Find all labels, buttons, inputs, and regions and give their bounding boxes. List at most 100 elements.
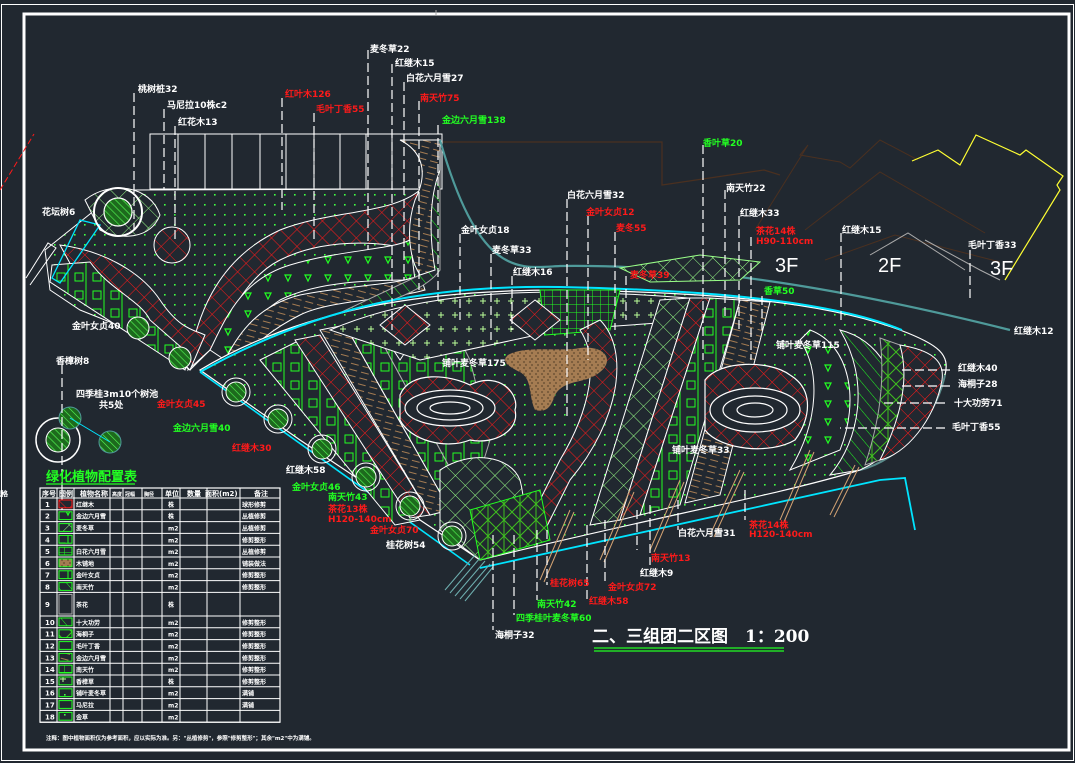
mound-left [399,376,517,445]
legend-unit: m2 [168,655,178,662]
legend-note: 修剪整形 [241,619,266,627]
callout-label: 红花木13 [178,116,218,128]
legend-swatch [58,617,73,627]
callout-label: 南天竹42 [537,598,577,610]
legend-plant-name: 白花六月雪 [76,548,106,556]
legend-row-number: 12 [45,643,55,651]
legend-unit: m2 [168,573,178,580]
callout-label: 麦冬55 [616,222,647,234]
legend-plant-name: 香樟草 [75,678,94,686]
left-building-stub [25,242,57,286]
legend-note: 丛植修剪 [242,513,266,521]
legend-note: 修剪整形 [241,572,266,580]
callout-label: 茶花14株 [755,225,797,237]
callout-label: 毛叶丁香55 [952,421,1001,433]
leader-lines [61,50,971,630]
legend-note: 球形修剪 [242,501,266,509]
legend-row-number: 11 [45,631,55,639]
callout-label: 白花六月雪27 [406,72,464,84]
legend-row: 1 红继木 株 球形修剪 [45,499,266,509]
callout-label: 南天竹13 [651,552,691,564]
callout-label: 海桐子32 [495,629,535,641]
legend-unit: 株 [168,501,175,509]
callout-label: 花坛树6 [42,206,75,218]
legend-plant-name: 铺叶麦冬草 [76,690,106,698]
callout-label: 金叶女贞45 [156,398,206,410]
legend-note: 铺装做法 [242,560,266,568]
legend-unit: m2 [168,585,178,592]
legend-row-number: 14 [45,666,55,674]
legend-unit: m2 [168,632,178,639]
area-label: 铺叶麦冬草115 [776,339,840,351]
legend-unit: 株 [168,601,175,609]
callout-label: 红继木40 [958,362,998,374]
legend-header-cell: 单位 [165,489,179,498]
legend-swatch [58,711,73,721]
callout-label: 海桐子28 [958,378,998,390]
legend-row-number: 8 [45,584,50,592]
legend-header-cell: 植物名称 [79,489,108,498]
legend-swatch [58,523,73,532]
legend-unit: 株 [168,513,175,521]
area-label: 铺叶麦冬草33 [672,444,730,456]
callout-label: 四季桂3m10个树池 [76,388,158,400]
legend-row-number: 6 [45,560,50,568]
floor-label-3f-right: 3F [990,258,1013,280]
plant-callouts: 桃树桩32 马尼拉10株c2 红花木13 红叶木126 毛叶丁香55 麦冬草22… [42,43,1054,641]
callout-label: 红继木58 [286,464,326,476]
callout-label: 茶花14株 [748,519,790,531]
legend-plant-name: 南天竹 [76,584,94,592]
callout-label: 红叶木126 [285,88,331,100]
legend-note: 满铺 [242,690,254,698]
legend-plant-name: 金边六月雪 [75,654,106,662]
callout-label: 南天竹22 [726,182,766,194]
callout-label: 南天竹43 [328,491,368,503]
callout-label: 毛叶丁香33 [968,239,1017,251]
legend-unit: m2 [168,561,178,568]
callout-label: 马尼拉10株c2 [167,99,227,111]
feature-tree-circle [93,187,143,237]
floor-label-2f: 2F [878,255,901,277]
legend-plant-name: 毛叶丁香 [76,643,101,651]
legend-header-cell: 备注 [253,489,268,498]
legend-plant-name: 红继木 [76,501,95,509]
callout-label: 红继木15 [395,57,435,69]
callout-label: 红继木15 [842,224,882,236]
legend-row-number: 15 [45,678,55,686]
legend-swatch [58,652,73,662]
callout-label: 白花六月雪31 [678,527,736,539]
callout-label: 麦冬草33 [492,244,532,256]
legend-swatch [58,629,73,639]
legend-row-number: 9 [45,601,50,609]
legend-swatch [58,688,73,698]
callout-label: 桂花树65 [549,577,590,589]
legend-note: 满铺 [242,702,254,710]
callout-label: 金叶女贞72 [607,581,657,593]
legend-row-number: 1 [45,501,50,509]
legend-plant-name: 金草 [75,713,88,721]
legend-note: 修剪整形 [241,654,266,662]
legend-swatch [58,582,73,591]
legend-subheader-cell: 胸径 [144,491,154,498]
callout-label: H90-110cm [756,237,813,247]
legend-swatch [58,676,73,686]
callout-label: 红继木30 [232,442,272,454]
callout-label: 十大功劳71 [954,397,1003,409]
legend-unit: m2 [168,526,178,533]
callout-label: 香樟树8 [55,355,89,367]
callout-label: 红继木16 [513,266,553,278]
legend-row-number: 13 [45,654,55,662]
parking-grid [149,133,443,190]
